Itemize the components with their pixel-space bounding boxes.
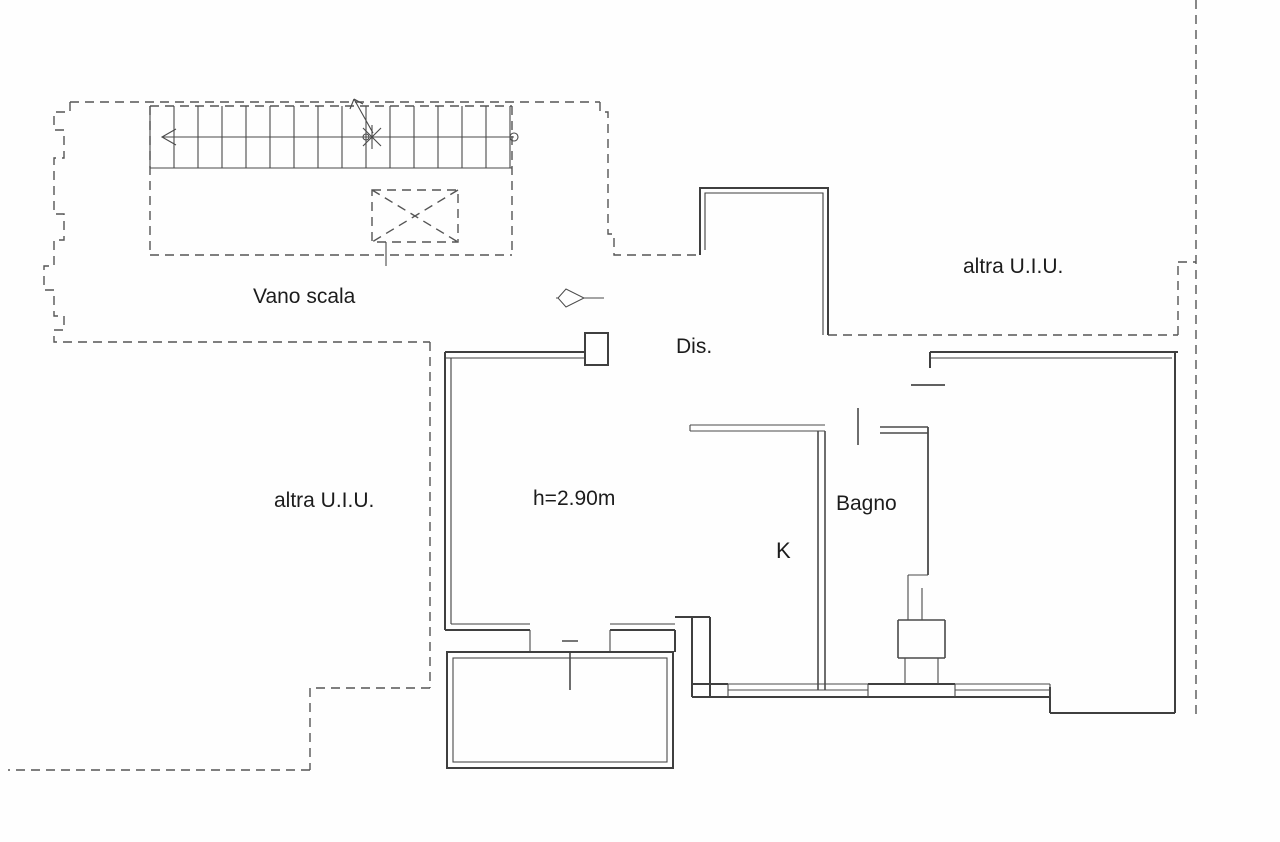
boundary-dashed-lines xyxy=(8,0,1197,771)
doors xyxy=(529,408,859,690)
unit-walls xyxy=(444,187,1178,714)
label-vano-scala: Vano scala xyxy=(253,285,356,308)
label-dis: Dis. xyxy=(676,335,713,358)
label-room-height: h=2.90m xyxy=(533,487,616,510)
bathroom-walls xyxy=(880,384,946,684)
label-bagno: Bagno xyxy=(836,492,897,515)
label-kitchen: K xyxy=(776,538,791,563)
label-altra-uiu-top: altra U.I.U. xyxy=(963,255,1064,278)
section-marker-icon xyxy=(556,288,604,308)
windows xyxy=(727,683,1051,697)
balcony xyxy=(446,651,674,769)
landing-cross-box-icon xyxy=(371,189,459,243)
label-altra-uiu-left: altra U.I.U. xyxy=(274,489,375,512)
stair-direction-arrow-icon xyxy=(160,98,519,149)
kitchen-partition xyxy=(689,424,826,690)
